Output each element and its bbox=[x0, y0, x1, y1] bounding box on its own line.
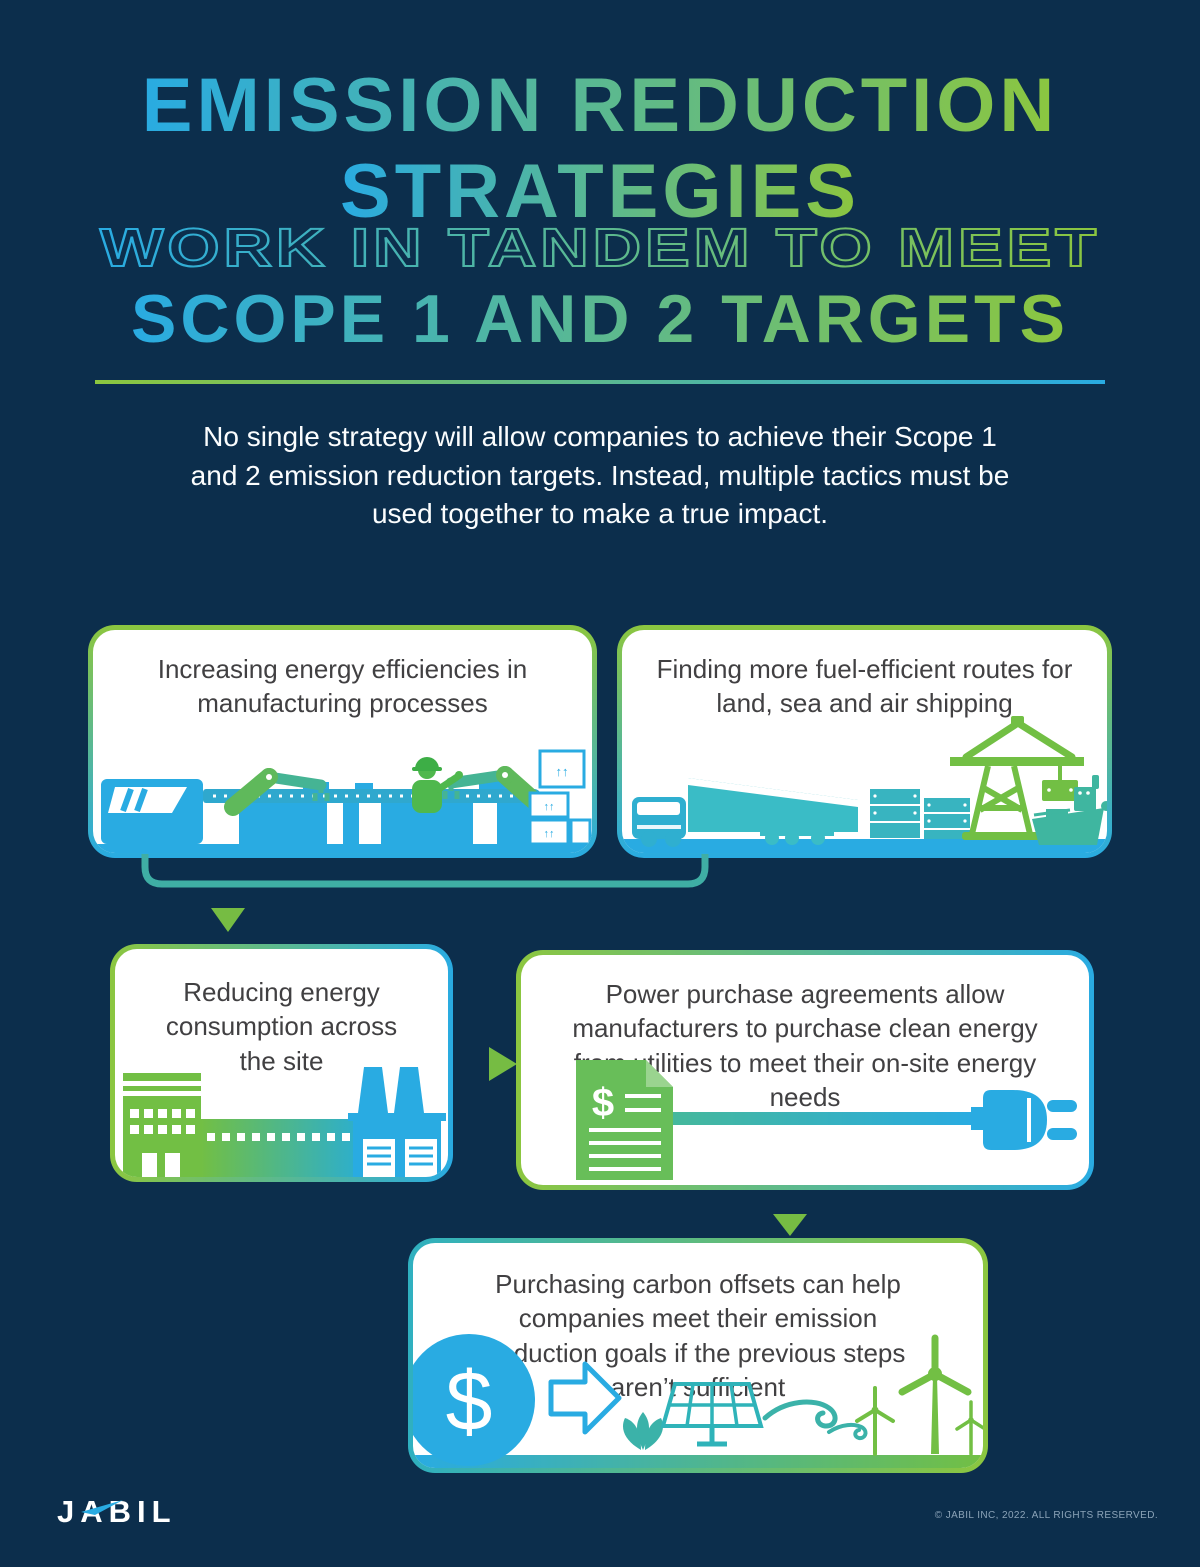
gradient-divider bbox=[95, 380, 1105, 384]
title-line-1-text: EMISSION REDUCTION bbox=[141, 63, 1059, 148]
card-shipping-body: Finding more fuel-efficient routes for l… bbox=[622, 630, 1107, 853]
card-carbon-offsets: Purchasing carbon offsets can help compa… bbox=[408, 1238, 988, 1473]
card-carbon-offsets-body: Purchasing carbon offsets can help compa… bbox=[413, 1243, 983, 1468]
svg-text:↑↑: ↑↑ bbox=[544, 828, 555, 840]
dollar-icon: $ bbox=[592, 1081, 614, 1125]
worker-icon bbox=[412, 757, 463, 813]
title-line-2-text: STRATEGIES bbox=[340, 149, 860, 234]
card-power-purchase: Power purchase agreements allow manufact… bbox=[516, 950, 1094, 1190]
title-line-4-text: SCOPE 1 AND 2 TARGETS bbox=[131, 281, 1069, 357]
robot-arm-left-icon bbox=[224, 768, 330, 816]
dollar-icon: $ bbox=[446, 1354, 493, 1448]
ppa-illustration: $ bbox=[576, 1060, 1077, 1180]
title-line-4: SCOPE 1 AND 2 TARGETS bbox=[0, 280, 1200, 358]
card-manufacturing: Increasing energy efficiencies in manufa… bbox=[88, 625, 597, 858]
title-line-3-outline: WORK IN TANDEM TO MEET bbox=[99, 220, 1100, 279]
dock-strip bbox=[622, 839, 1107, 853]
block-arrow-icon bbox=[548, 1361, 622, 1435]
solar-panel-icon bbox=[660, 1382, 764, 1447]
shipping-boxes-icon: ↑↑ ↑↑ ↑↑ bbox=[528, 749, 592, 846]
truck-icon bbox=[632, 778, 858, 847]
title-line-2: STRATEGIES bbox=[0, 148, 1200, 235]
right-connector-arrow bbox=[453, 1047, 517, 1081]
factory-illustration bbox=[123, 1067, 446, 1177]
arrow-down-icon bbox=[773, 1214, 807, 1236]
card-shipping: Finding more fuel-efficient routes for l… bbox=[617, 625, 1112, 858]
containers-icon bbox=[870, 789, 970, 839]
offsets-illustration: $ bbox=[413, 1334, 983, 1468]
contract-icon: $ bbox=[576, 1060, 673, 1180]
card-shipping-title: Finding more fuel-efficient routes for l… bbox=[656, 654, 1073, 719]
crane-icon bbox=[950, 716, 1084, 840]
machine-icon bbox=[101, 779, 203, 844]
card-site-consumption-title: Reducing energy consumption across the s… bbox=[165, 977, 398, 1076]
floor-strip bbox=[93, 844, 592, 853]
down-connector-arrow bbox=[773, 1190, 807, 1236]
svg-text:↑↑: ↑↑ bbox=[544, 801, 555, 813]
card-manufacturing-title: Increasing energy efficiencies in manufa… bbox=[157, 654, 528, 719]
factory-icon bbox=[123, 1067, 446, 1177]
logistics-illustration bbox=[622, 716, 1107, 853]
jabil-swoosh-icon bbox=[81, 1500, 123, 1515]
wind-turbine-icon bbox=[855, 1334, 983, 1456]
assembly-line-illustration: ↑↑ ↑↑ ↑↑ bbox=[93, 749, 592, 853]
arrow-down-icon bbox=[211, 908, 245, 932]
card-site-consumption-body: Reducing energy consumption across the s… bbox=[115, 949, 448, 1177]
conveyor-belt-icon bbox=[203, 780, 549, 844]
card-carbon-offsets-title: Purchasing carbon offsets can help compa… bbox=[490, 1269, 906, 1402]
leaf-icon bbox=[622, 1412, 664, 1450]
plug-icon bbox=[971, 1090, 1077, 1150]
power-cable bbox=[673, 1112, 975, 1125]
title-line-1: EMISSION REDUCTION bbox=[0, 62, 1200, 149]
card-power-purchase-body: Power purchase agreements allow manufact… bbox=[521, 955, 1089, 1185]
jabil-logo-text: JABIL bbox=[57, 1494, 177, 1529]
jabil-logo: JABIL bbox=[57, 1494, 177, 1529]
card-power-purchase-title: Power purchase agreements allow manufact… bbox=[572, 979, 1038, 1112]
ground-strip bbox=[413, 1455, 983, 1468]
cargo-ship-icon bbox=[1032, 775, 1107, 845]
wind-swirl-icon bbox=[762, 1399, 868, 1441]
card-site-consumption: Reducing energy consumption across the s… bbox=[110, 944, 453, 1182]
intro-paragraph: No single strategy will allow companies … bbox=[190, 421, 1010, 530]
dollar-circle-icon: $ bbox=[413, 1334, 535, 1466]
merge-connector-arrow bbox=[141, 854, 709, 932]
card-manufacturing-body: Increasing energy efficiencies in manufa… bbox=[93, 630, 592, 853]
svg-text:↑↑: ↑↑ bbox=[556, 764, 569, 779]
arrow-right-icon bbox=[489, 1047, 517, 1081]
title-line-3-text: WORK IN TANDEM TO MEET bbox=[100, 220, 1100, 278]
copyright-text: © JABIL INC, 2022. ALL RIGHTS RESERVED. bbox=[934, 1510, 1158, 1521]
